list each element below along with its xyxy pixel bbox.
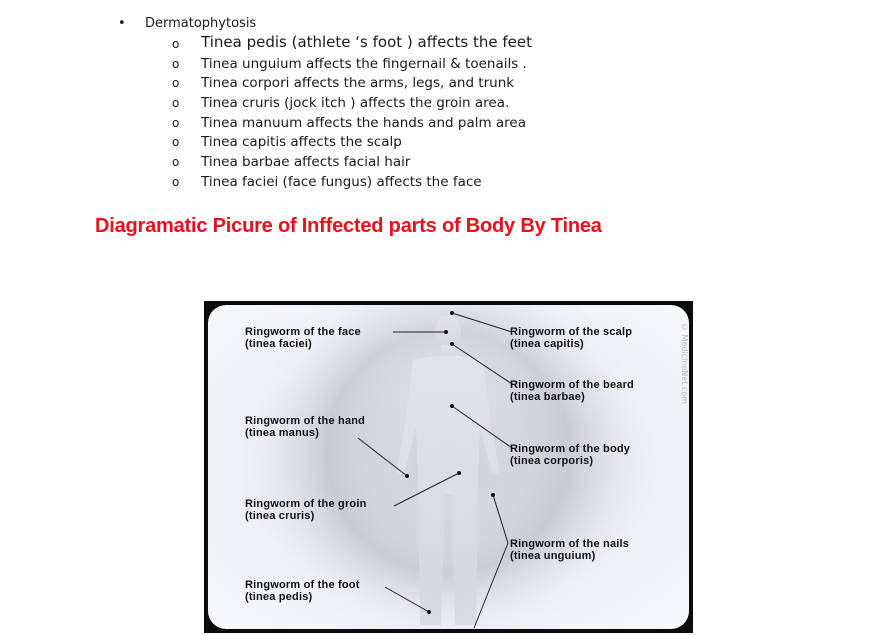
hand-marker <box>405 474 409 478</box>
scalp-marker <box>450 311 454 315</box>
list-item-text: Tinea manuum affects the hands and palm … <box>201 114 527 131</box>
body-diagram-figure: Ringworm of the face (tinea faciei) Ring… <box>204 301 693 633</box>
body-silhouette-drawing <box>248 305 648 629</box>
body-marker <box>450 404 454 408</box>
foot-marker <box>427 610 431 614</box>
label-groin-sub: (tinea cruris) <box>245 510 315 522</box>
human-silhouette <box>396 315 500 625</box>
label-face-sub: (tinea faciei) <box>245 338 312 350</box>
sub-bullet-symbol: o <box>172 37 180 51</box>
leader-lines <box>357 312 513 629</box>
marker-dots <box>405 311 495 614</box>
label-hand-title: Ringworm of the hand <box>245 415 366 427</box>
list-item-text: Tinea barbae affects facial hair <box>201 154 411 171</box>
label-beard: Ringworm of the beard (tinea barbae) <box>510 379 634 403</box>
beard-leader-line <box>451 343 513 385</box>
label-groin: Ringworm of the groin (tinea cruris) <box>245 498 367 522</box>
diagram-panel: Ringworm of the face (tinea faciei) Ring… <box>208 305 689 629</box>
body-leader-line <box>451 405 513 449</box>
groin-marker <box>457 471 461 475</box>
list-item-text: Tinea corpori affects the arms, legs, an… <box>201 75 515 92</box>
label-body: Ringworm of the body (tinea corporis) <box>510 443 630 467</box>
nails-lower-leader-line <box>473 542 509 629</box>
label-body-sub: (tinea corporis) <box>510 455 594 467</box>
foot-leader-line <box>384 586 430 613</box>
copyright-watermark: © MedicineNet.com <box>680 323 689 404</box>
sub-bullet-symbol: o <box>172 155 180 170</box>
label-foot: Ringworm of the foot (tinea pedis) <box>245 579 360 603</box>
sub-bullet-symbol: o <box>172 96 180 111</box>
label-body-title: Ringworm of the body <box>510 443 631 455</box>
main-bullet-label: Dermatophytosis <box>145 16 257 31</box>
face-marker <box>444 330 448 334</box>
sub-bullet-symbol: o <box>172 135 180 150</box>
bullet-symbol: • <box>118 16 126 31</box>
label-face: Ringworm of the face (tinea faciei) <box>245 326 361 350</box>
sub-bullet-symbol: o <box>172 115 180 130</box>
label-hand-sub: (tinea manus) <box>245 427 320 439</box>
label-scalp-sub: (tinea capitis) <box>510 338 584 350</box>
diagram-heading: Diagramatic Picure of Inffected parts of… <box>95 215 602 237</box>
label-nails-sub: (tinea unguium) <box>510 550 596 562</box>
list-item-text: Tinea capitis affects the scalp <box>201 134 402 151</box>
label-nails-title: Ringworm of the nails <box>510 538 630 550</box>
list-item-text: Tinea pedis (athlete ‘s foot ) affects t… <box>201 33 533 51</box>
list-item-text: Tinea faciei (face fungus) affects the f… <box>201 173 482 190</box>
label-beard-sub: (tinea barbae) <box>510 391 585 403</box>
groin-leader-line <box>393 472 460 507</box>
label-scalp-title: Ringworm of the scalp <box>510 326 633 338</box>
label-face-title: Ringworm of the face <box>245 326 361 338</box>
label-foot-sub: (tinea pedis) <box>245 591 313 603</box>
scalp-leader-line <box>451 312 513 333</box>
label-nails: Ringworm of the nails (tinea unguium) <box>510 538 629 562</box>
sub-bullet-symbol: o <box>172 56 180 71</box>
beard-marker <box>450 342 454 346</box>
label-beard-title: Ringworm of the beard <box>510 379 634 391</box>
list-item-text: Tinea unguium affects the fingernail & t… <box>201 55 527 72</box>
label-scalp: Ringworm of the scalp (tinea capitis) <box>510 326 632 350</box>
list-item-text: Tinea cruris (jock itch ) affects the gr… <box>201 95 510 112</box>
label-hand: Ringworm of the hand (tinea manus) <box>245 415 365 439</box>
hand-leader-line <box>357 437 408 477</box>
sub-bullet-symbol: o <box>172 174 180 189</box>
sub-bullet-symbol: o <box>172 76 180 91</box>
label-foot-title: Ringworm of the foot <box>245 579 360 591</box>
label-groin-title: Ringworm of the groin <box>245 498 367 510</box>
nails-marker <box>491 493 495 497</box>
nails-upper-leader-line <box>492 494 509 544</box>
